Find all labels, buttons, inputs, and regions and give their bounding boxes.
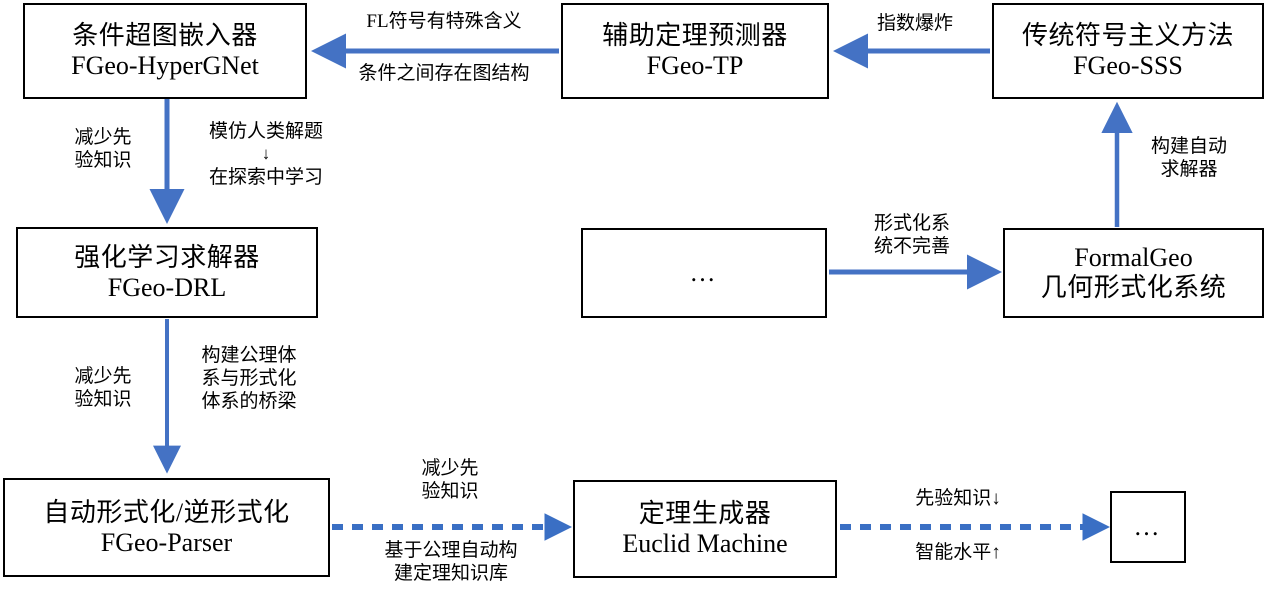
label-ellipsis-to-formalgeo-line1: 形式化系 [873, 213, 950, 234]
node-euclid-en: Euclid Machine [622, 529, 788, 558]
label-tp-to-hypergnet-above-line1: FL符号有特殊含义 [366, 11, 522, 32]
node-parser-en: FGeo-Parser [100, 527, 233, 557]
label-parser-to-euclid-below: 基于公理自动构 建定理知识库 [358, 539, 544, 585]
label-drl-to-parser-left: 减少先 验知识 [60, 365, 146, 411]
label-hypergnet-to-drl-left-line2: 验知识 [74, 150, 132, 172]
node-ellipsis-end[interactable]: … [1110, 491, 1186, 563]
label-tp-to-hypergnet-below: 条件之间存在图结构 [332, 62, 556, 85]
node-drl-en: FGeo-DRL [107, 272, 227, 302]
label-drl-to-parser-left-line1: 减少先 [74, 366, 132, 387]
label-parser-to-euclid-below-line2: 建定理知识库 [393, 563, 508, 585]
label-tp-to-hypergnet-below-line1: 条件之间存在图结构 [358, 63, 530, 84]
label-euclid-to-ellipsis-above-line1: 先验知识↓ [915, 488, 1001, 509]
node-fgeo-drl[interactable]: 强化学习求解器 FGeo-DRL [16, 227, 318, 318]
label-hypergnet-to-drl-left: 减少先 验知识 [60, 126, 146, 172]
label-parser-to-euclid-above-line2: 验知识 [421, 481, 479, 503]
label-parser-to-euclid-below-line1: 基于公理自动构 [384, 540, 518, 561]
label-hypergnet-to-drl-right-line1: 模仿人类解题 [208, 121, 323, 142]
label-drl-to-parser-right-line2: 系与形式化 [201, 368, 297, 390]
label-formalgeo-to-sss-line1: 构建自动 [1150, 136, 1227, 157]
node-euclid-cn: 定理生成器 [638, 499, 772, 529]
label-hypergnet-to-drl-left-line1: 减少先 [74, 127, 132, 148]
label-formalgeo-to-sss: 构建自动 求解器 [1131, 135, 1247, 181]
node-fgeo-tp[interactable]: 辅助定理预测器 FGeo-TP [561, 3, 829, 99]
label-euclid-to-ellipsis-below: 智能水平↑ [888, 541, 1028, 564]
node-hypergnet-cn: 条件超图嵌入器 [72, 21, 258, 51]
label-sss-to-tp: 指数爆炸 [849, 12, 981, 35]
node-fgeo-hypergnet[interactable]: 条件超图嵌入器 FGeo-HyperGNet [23, 3, 307, 99]
node-ellipsis-middle[interactable]: … [581, 228, 827, 318]
label-formalgeo-to-sss-line2: 求解器 [1160, 159, 1218, 181]
label-parser-to-euclid-above: 减少先 验知识 [398, 457, 502, 503]
node-ellipsis-end-label: … [1133, 512, 1163, 542]
down-arrow-icon: ↓ [261, 144, 271, 164]
label-drl-to-parser-left-line2: 验知识 [74, 389, 132, 411]
node-euclid-machine[interactable]: 定理生成器 Euclid Machine [573, 480, 837, 578]
node-parser-cn: 自动形式化/逆形式化 [43, 497, 290, 527]
node-sss-cn: 传统符号主义方法 [1021, 21, 1234, 51]
label-drl-to-parser-right: 构建公理体 系与形式化 体系的桥梁 [186, 344, 312, 414]
node-fgeo-parser[interactable]: 自动形式化/逆形式化 FGeo-Parser [3, 478, 330, 577]
label-ellipsis-to-formalgeo: 形式化系 统不完善 [847, 212, 977, 258]
node-hypergnet-en: FGeo-HyperGNet [71, 51, 259, 80]
node-sss-en: FGeo-SSS [1073, 51, 1183, 80]
node-formalgeo[interactable]: FormalGeo 几何形式化系统 [1003, 228, 1264, 318]
label-drl-to-parser-right-line1: 构建公理体 [201, 345, 297, 366]
label-euclid-to-ellipsis-above: 先验知识↓ [888, 487, 1028, 510]
label-euclid-to-ellipsis-below-line1: 智能水平↑ [915, 542, 1001, 563]
node-ellipsis-middle-label: … [689, 258, 719, 288]
label-drl-to-parser-right-line3: 体系的桥梁 [201, 391, 297, 413]
label-tp-to-hypergnet-above: FL符号有特殊含义 [332, 10, 556, 33]
label-sss-to-tp-line1: 指数爆炸 [876, 13, 953, 34]
label-hypergnet-to-drl-right-line2: 在探索中学习 [208, 167, 323, 189]
label-ellipsis-to-formalgeo-line2: 统不完善 [873, 236, 950, 258]
label-hypergnet-to-drl-right: 模仿人类解题 ↓ 在探索中学习 [186, 120, 346, 189]
node-fgeo-sss[interactable]: 传统符号主义方法 FGeo-SSS [992, 3, 1264, 99]
node-drl-cn: 强化学习求解器 [74, 242, 260, 272]
node-tp-en: FGeo-TP [646, 51, 744, 80]
node-formalgeo-en: FormalGeo [1074, 243, 1193, 273]
label-parser-to-euclid-above-line1: 减少先 [421, 458, 479, 479]
node-formalgeo-cn: 几何形式化系统 [1040, 273, 1227, 302]
node-tp-cn: 辅助定理预测器 [602, 21, 788, 51]
